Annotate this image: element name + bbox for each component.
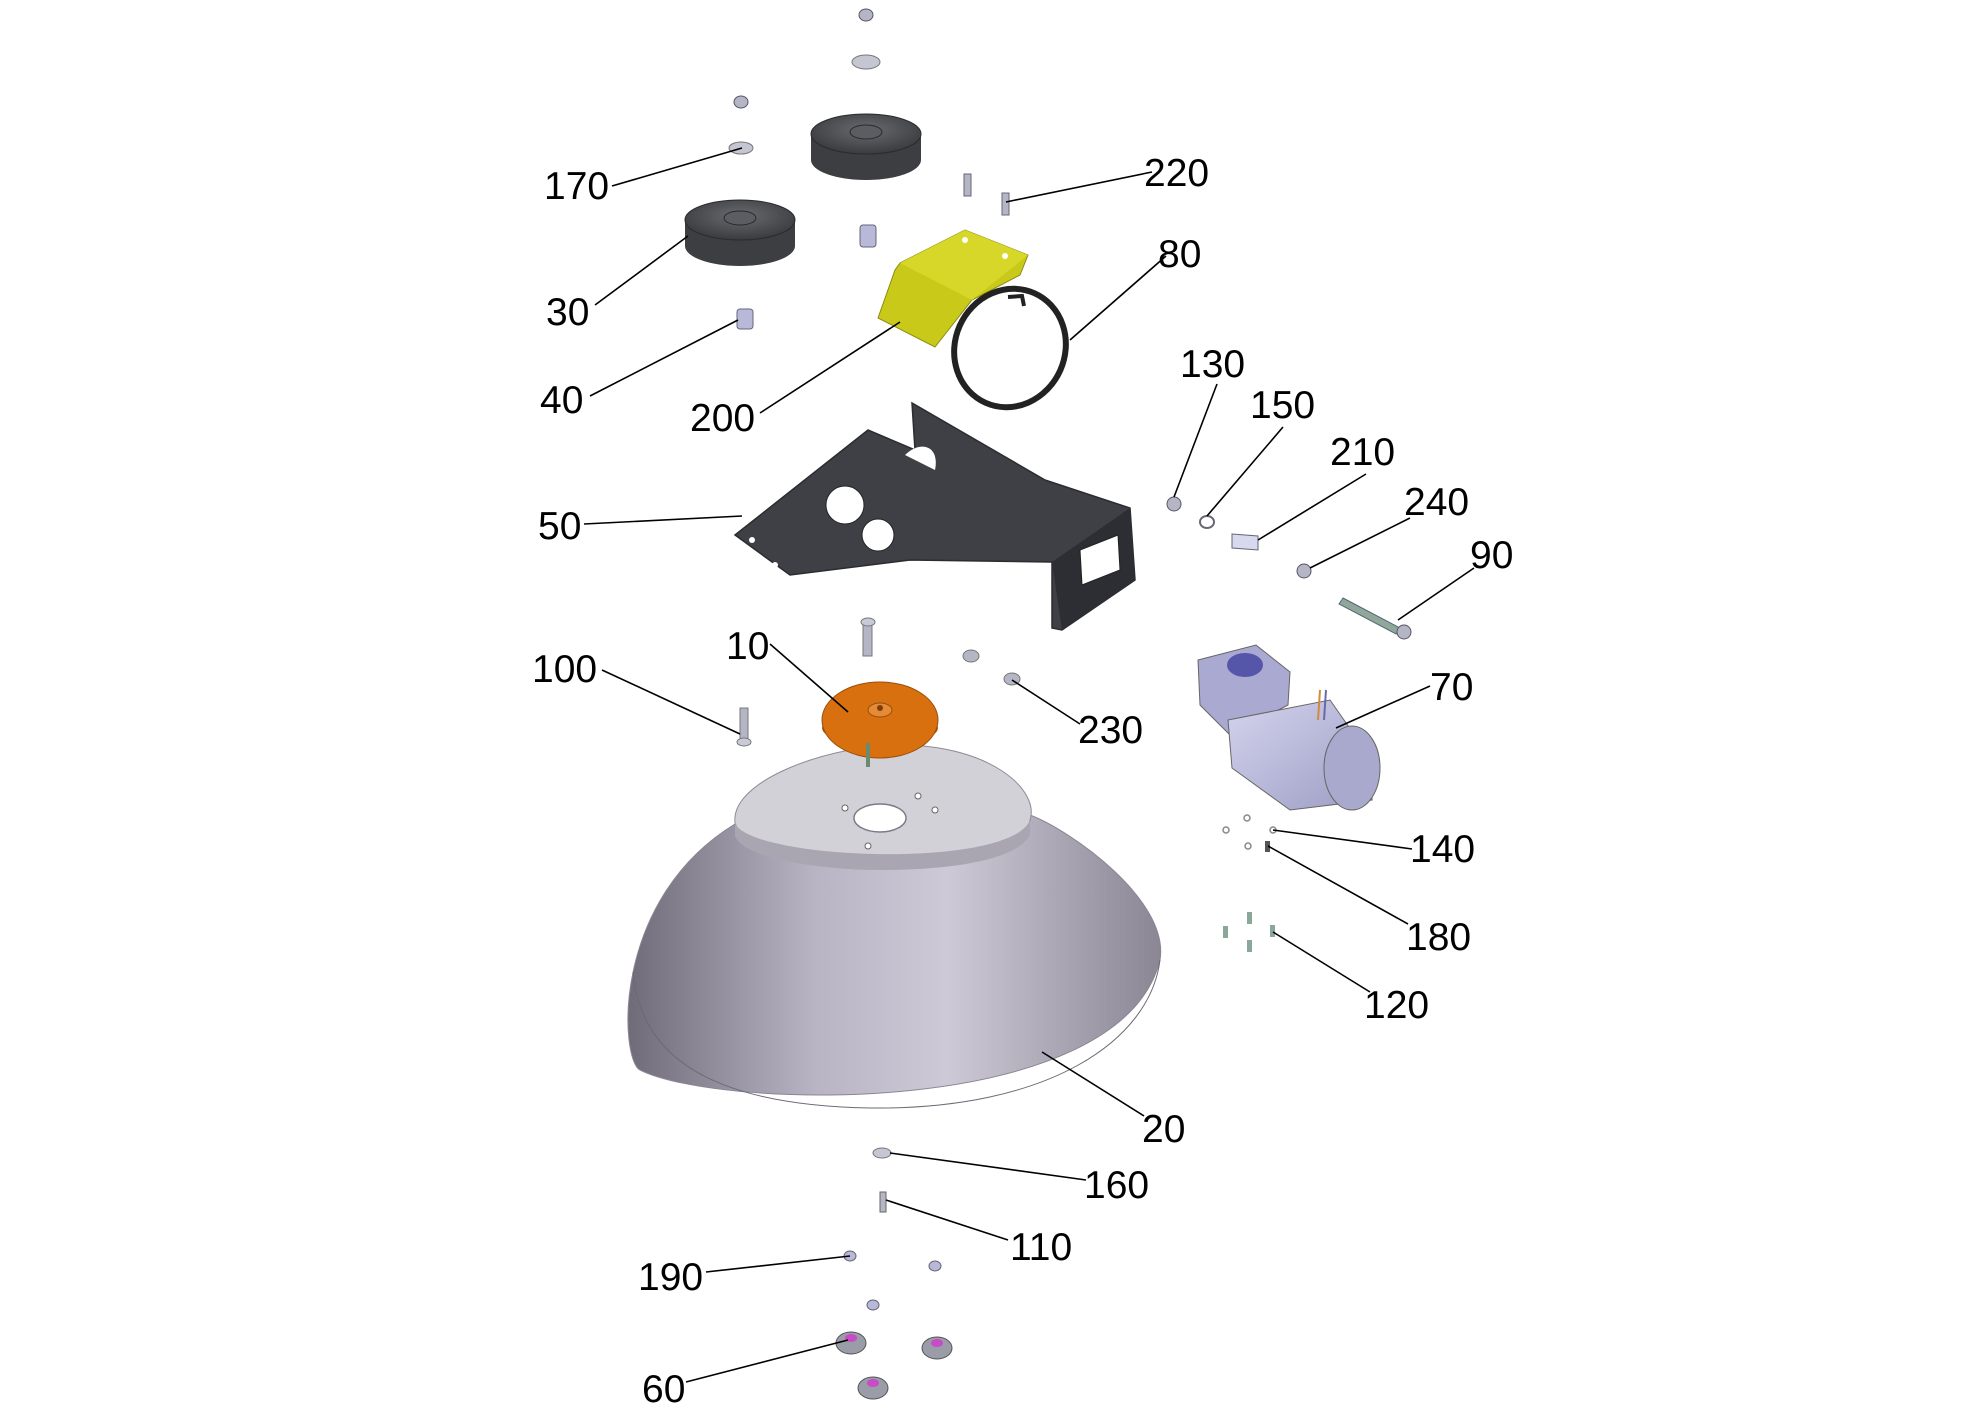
flange-plate-part <box>821 681 939 767</box>
callout-20: 20 <box>1142 1108 1185 1151</box>
callout-220: 220 <box>1144 152 1209 195</box>
callout-150: 150 <box>1250 384 1315 427</box>
leader-20 <box>1041 1051 1145 1117</box>
leader-200 <box>759 321 901 414</box>
leader-lines <box>583 147 1475 1383</box>
callout-140: 140 <box>1410 828 1475 871</box>
leader-10 <box>769 643 849 713</box>
leader-110 <box>885 1199 1009 1241</box>
leader-70 <box>1335 685 1431 729</box>
bolt-100-part <box>736 707 752 747</box>
leader-160 <box>889 1152 1087 1181</box>
bolt-part <box>860 617 876 657</box>
leader-80 <box>1069 255 1167 341</box>
leader-130 <box>1173 383 1218 498</box>
callout-50: 50 <box>538 505 581 548</box>
leader-220 <box>1005 171 1153 203</box>
leader-120 <box>1272 931 1371 993</box>
callout-160: 160 <box>1084 1164 1149 1207</box>
callout-240: 240 <box>1404 481 1469 524</box>
callout-180: 180 <box>1406 916 1471 959</box>
small-hardware-bottom <box>835 1147 953 1400</box>
wheel-upper-part <box>810 113 922 180</box>
motor-part <box>1197 644 1381 811</box>
callout-110: 110 <box>1010 1226 1072 1269</box>
callout-130: 130 <box>1180 343 1245 386</box>
leader-240 <box>1309 517 1411 569</box>
nut-230-part <box>962 649 1021 686</box>
leader-30 <box>594 235 689 306</box>
leader-100 <box>601 669 741 735</box>
leader-90 <box>1397 567 1475 621</box>
callout-230: 230 <box>1078 709 1143 752</box>
leader-230 <box>1011 679 1081 725</box>
small-hardware-motor <box>1222 814 1277 952</box>
leader-150 <box>1206 426 1284 517</box>
bracket-part <box>877 229 1029 348</box>
callout-100: 100 <box>532 648 597 691</box>
callout-200: 200 <box>690 397 755 440</box>
wheel-30-part <box>684 199 796 266</box>
callout-80: 80 <box>1158 233 1201 276</box>
callout-210: 210 <box>1330 431 1395 474</box>
leader-50 <box>583 515 743 525</box>
callout-labels: 170 220 80 30 40 200 130 150 210 240 90 … <box>532 152 1513 1406</box>
leader-40 <box>589 319 739 397</box>
main-frame-part <box>733 401 1136 631</box>
callout-90: 90 <box>1470 534 1513 577</box>
callout-10: 10 <box>726 625 769 668</box>
callout-30: 30 <box>546 291 589 334</box>
leader-170 <box>611 147 743 187</box>
callout-190: 190 <box>638 1256 703 1299</box>
leader-190 <box>705 1255 851 1273</box>
callout-120: 120 <box>1364 984 1429 1027</box>
lamp-shade-part <box>627 744 1162 1109</box>
callout-170: 170 <box>544 165 609 208</box>
callout-70: 70 <box>1430 666 1473 709</box>
small-hardware-right <box>1166 496 1412 640</box>
clamp-ring-part <box>951 285 1069 411</box>
leader-180 <box>1267 845 1409 925</box>
callout-60: 60 <box>642 1368 685 1406</box>
leader-210 <box>1257 473 1367 541</box>
callout-40: 40 <box>540 379 583 422</box>
small-hardware-top <box>728 8 1010 330</box>
leader-140 <box>1272 829 1413 850</box>
leader-60 <box>685 1339 849 1383</box>
